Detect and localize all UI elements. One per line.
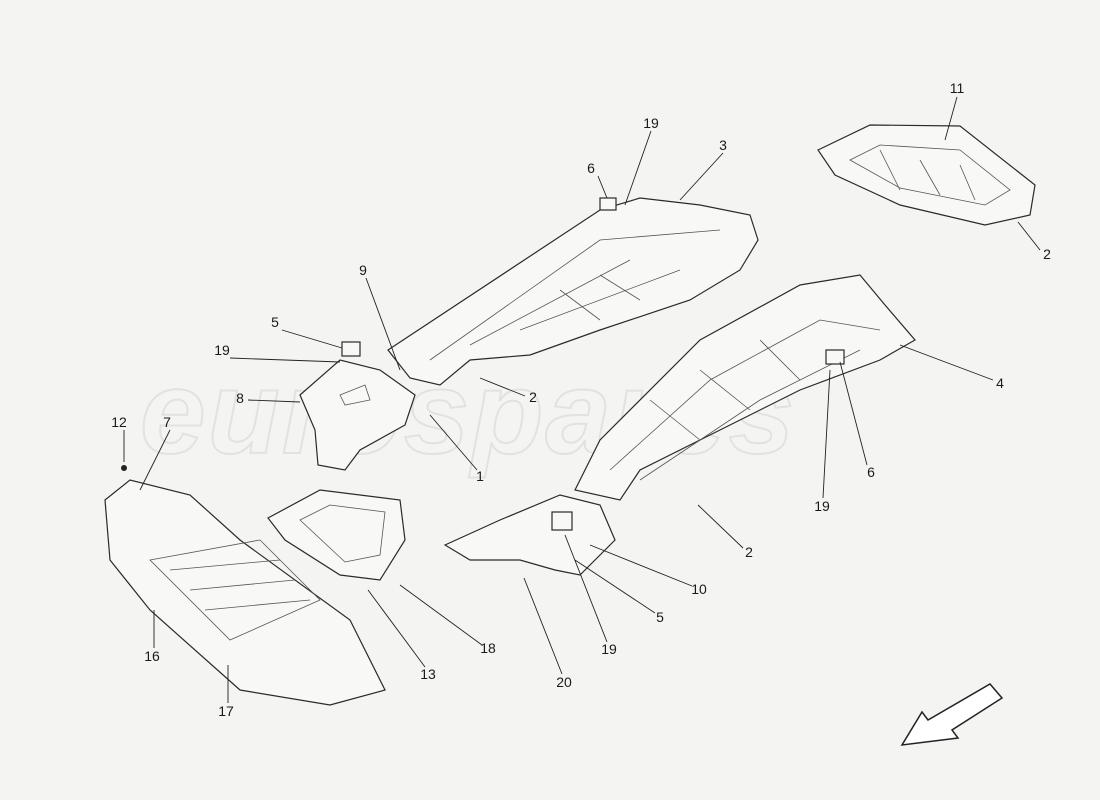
callout-19: 19 <box>601 641 617 657</box>
callout-18: 18 <box>480 640 496 656</box>
part-8-bracket <box>299 359 416 471</box>
part-6-clip <box>825 349 845 365</box>
part-11-rear-shield <box>817 124 1036 226</box>
part-5-clip <box>341 341 361 357</box>
callout-7: 7 <box>163 414 171 430</box>
callout-11: 11 <box>949 80 965 96</box>
arrow-down-left-icon <box>900 683 1004 746</box>
callout-10: 10 <box>691 581 707 597</box>
callout-4: 4 <box>996 375 1004 391</box>
part-5-clip <box>551 511 573 531</box>
callout-12: 12 <box>111 414 127 430</box>
part-7-front-shield <box>104 479 386 706</box>
part-12-nut <box>121 465 127 471</box>
callout-6: 6 <box>867 464 875 480</box>
callout-17: 17 <box>218 703 234 719</box>
part-4-floor-panel-right <box>574 274 916 501</box>
part-13-center-plate <box>267 489 406 581</box>
callout-13: 13 <box>420 666 436 682</box>
part-6-clip <box>599 197 617 211</box>
callout-20: 20 <box>556 674 572 690</box>
callout-19: 19 <box>214 342 230 358</box>
callout-5: 5 <box>656 609 664 625</box>
callout-1: 1 <box>476 468 484 484</box>
callout-5: 5 <box>271 314 279 330</box>
callout-2: 2 <box>529 389 537 405</box>
callout-2: 2 <box>745 544 753 560</box>
callout-19: 19 <box>643 115 659 131</box>
callout-16: 16 <box>144 648 160 664</box>
part-3-floor-panel-left <box>387 197 759 386</box>
callout-2: 2 <box>1043 246 1051 262</box>
callout-9: 9 <box>359 262 367 278</box>
callout-8: 8 <box>236 390 244 406</box>
callout-6: 6 <box>587 160 595 176</box>
part-10-bracket <box>443 494 616 576</box>
callout-3: 3 <box>719 137 727 153</box>
callout-19: 19 <box>814 498 830 514</box>
